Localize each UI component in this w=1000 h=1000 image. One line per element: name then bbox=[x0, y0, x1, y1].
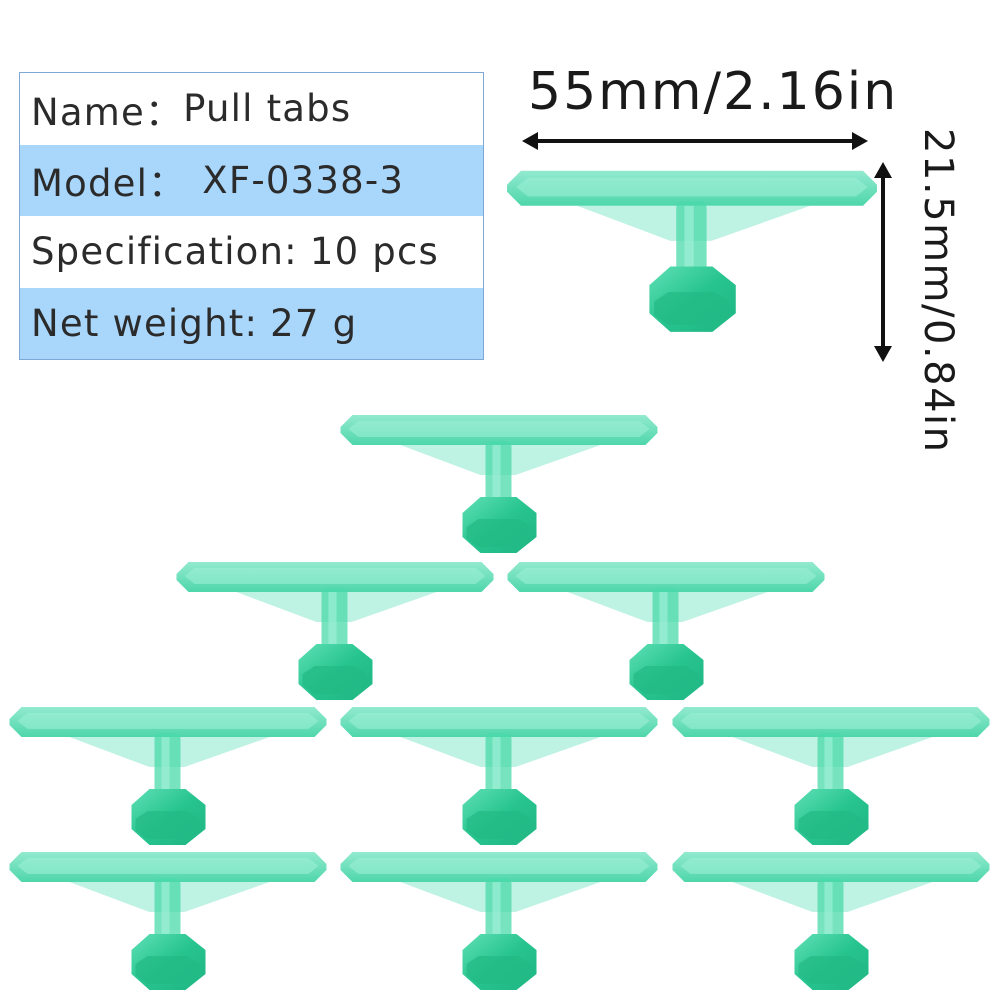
weight-value: 27 g bbox=[270, 301, 358, 345]
width-dimension-label: 55mm/2.16in bbox=[528, 62, 899, 122]
pull-tab-icon bbox=[340, 707, 658, 845]
width-arrow-icon bbox=[522, 132, 868, 150]
spec-row-model: Model： XF-0338-3 bbox=[20, 144, 483, 216]
pull-tab-icon bbox=[672, 707, 990, 845]
name-label: Name： bbox=[31, 90, 184, 134]
model-label: Model： bbox=[31, 162, 187, 206]
name-value: Pull tabs bbox=[183, 87, 352, 131]
spec-row-specification: Specification:10 pcs bbox=[20, 216, 483, 288]
pull-tab-icon bbox=[176, 562, 494, 700]
pull-tab-icon bbox=[9, 707, 327, 845]
specification-value: 10 pcs bbox=[309, 230, 439, 274]
specification-label: Specification: bbox=[31, 230, 298, 274]
pull-tab-icon bbox=[340, 415, 658, 553]
pull-tab-icon bbox=[340, 852, 658, 990]
spec-row-name: Name：Pull tabs bbox=[20, 73, 483, 145]
pull-tab-icon bbox=[9, 852, 327, 990]
height-arrow-icon bbox=[874, 162, 892, 362]
pull-tab-icon bbox=[672, 852, 990, 990]
pull-tab-icon bbox=[507, 170, 877, 332]
pull-tab-icon bbox=[507, 562, 825, 700]
height-dimension-label: 21.5mm/0.84in bbox=[915, 128, 961, 454]
spec-table: Name：Pull tabs Model： XF-0338-3 Specifica… bbox=[19, 72, 484, 360]
weight-label: Net weight: bbox=[31, 301, 259, 345]
model-value: XF-0338-3 bbox=[202, 158, 405, 202]
spec-row-weight: Net weight:27 g bbox=[20, 287, 483, 359]
